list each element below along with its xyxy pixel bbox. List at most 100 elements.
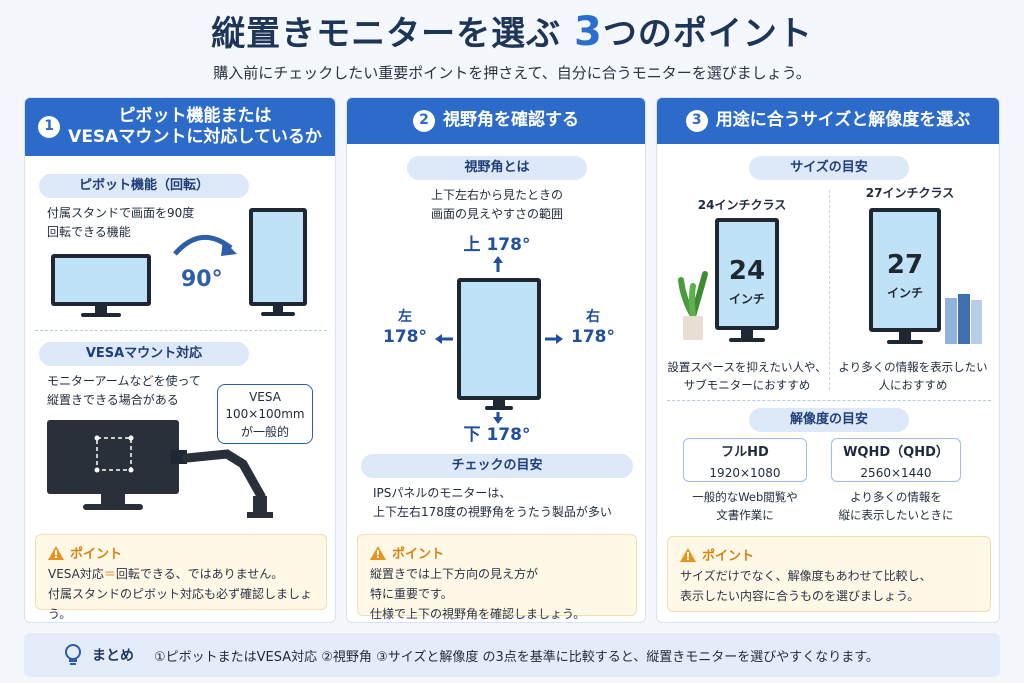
right-value: 178° [571, 327, 615, 348]
size-27-desc1: より多くの情報を表示したい [838, 360, 988, 374]
fhd-desc2: 文書作業に [716, 508, 774, 523]
point-3-tip-heading: ポイント [680, 545, 754, 564]
view-angle-left: 左 178° [375, 308, 435, 348]
point-3-card: 3 用途に合うサイズと解像度を選ぶ サイズの目安 24インチクラス 24 インチ… [656, 97, 1000, 623]
tip-line1: サイズだけでなく、解像度もあわせて比較し、 [680, 569, 932, 583]
point-2-card: 2 視野角を確認する 視野角とは 上下左右から見たときの 画面の見えやすさの範囲… [346, 97, 646, 623]
view-angle-right: 右 178° [563, 308, 623, 348]
monitor-arm-icon [47, 420, 273, 518]
point-1-tip-label: ポイント [70, 547, 123, 562]
arrow-right-icon [545, 334, 563, 344]
size-pill: サイズの目安 [749, 156, 909, 180]
point-2-tip-heading: ポイント [370, 543, 444, 562]
tip-line2: 特に重要です。 [370, 586, 453, 601]
tip-line1: 縦置きでは上下方向の見え方が [370, 567, 539, 581]
check-pill: チェックの目安 [361, 454, 633, 478]
portrait-monitor-icon [249, 208, 307, 316]
tip-line2: 表示したい内容に合うものを選びましょう。 [680, 588, 920, 603]
wqhd-description: より多くの情報を 縦に表示したいときに [825, 488, 967, 525]
view-angle-top: 上 178° [463, 235, 531, 255]
size-24-desc1: 設置スペースを抑えたい人や、 [667, 360, 827, 374]
fhd-value: 1920×1080 [709, 465, 781, 480]
resolution-fhd-box: フルHD 1920×1080 [683, 438, 807, 482]
size-27-description: より多くの情報を表示したい 人におすすめ [831, 358, 995, 395]
size-24-desc2: サブモニターにおすすめ [683, 378, 811, 393]
point-3-tip-text: サイズだけでなく、解像度もあわせて比較し、 表示したい内容に合うものを選びましょ… [680, 567, 932, 607]
point-3-header: 3 用途に合うサイズと解像度を選ぶ [657, 98, 999, 144]
fhd-desc1: 一般的なWeb閲覧や [692, 490, 798, 504]
vesa-desc-line2: 縦置きできる場合がある [47, 393, 179, 408]
portrait-screen-icon [457, 278, 541, 410]
divider [667, 400, 991, 401]
rotate-arrow-icon [173, 234, 237, 256]
view-angle-description: 上下左右から見たときの 画面の見えやすさの範囲 [347, 186, 645, 224]
tip-line3: 仕様で上下の視野角を確認しましょう。 [370, 606, 586, 621]
size-27-desc2: 人におすすめ [878, 378, 948, 393]
title-text: 縦置きモニターを選ぶ [211, 14, 562, 54]
view-desc-line1: 上下左右から見たときの [430, 188, 563, 202]
wqhd-name: WQHD（QHD） [843, 445, 949, 460]
title-text-end: つのポイント [602, 14, 813, 54]
point-3-tip-label: ポイント [702, 549, 755, 564]
view-angle-pill: 視野角とは [407, 156, 587, 180]
size-divider [829, 190, 830, 390]
pivot-desc-line2: 回転できる機能 [47, 225, 131, 240]
view-desc-line2: 画面の見えやすさの範囲 [430, 207, 563, 222]
vesa-desc-line1: モニターアームなどを使って [47, 374, 201, 388]
point-3-number-badge: 3 [685, 110, 708, 132]
size-24-number: 24 [728, 256, 766, 286]
tip-line1-eq: ＝ [103, 567, 116, 581]
point-1-tip-heading: ポイント [48, 543, 122, 562]
size-27-unit: インチ [886, 286, 923, 300]
vesa-description: モニターアームなどを使って 縦置きできる場合がある [47, 372, 201, 410]
arrow-left-icon [435, 334, 453, 344]
summary-text: ①ピボットまたはVESA対応 ②視野角 ③サイズと解像度 の3点を基準に比較する… [154, 649, 879, 665]
wqhd-value: 2560×1440 [860, 465, 932, 480]
point-2-title: 視野角を確認する [443, 110, 579, 131]
vesa-pill: VESAマウント対応 [39, 342, 249, 366]
page-subtitle: 購入前にチェックしたい重要ポイントを押さえて、自分に合うモニターを選びましょう。 [213, 64, 811, 82]
point-1-number-badge: 1 [38, 116, 61, 138]
fhd-name: フルHD [721, 445, 769, 460]
landscape-monitor-icon [51, 254, 151, 317]
callout-line1: VESA [249, 390, 281, 404]
lightbulb-icon [65, 644, 81, 665]
point-2-tip-label: ポイント [392, 547, 445, 562]
point-1-card: 1 ピボット機能または VESAマウントに対応しているか ピボット機能（回転） … [24, 97, 336, 623]
point-1-title-line1: ピボット機能または [118, 105, 272, 126]
size-27-number: 27 [886, 250, 924, 280]
summary-label: まとめ [92, 648, 134, 664]
warning-icon [680, 547, 696, 562]
divider [35, 330, 327, 331]
summary-bar: まとめ ①ピボットまたはVESA対応 ②視野角 ③サイズと解像度 の3点を基準に… [24, 633, 1000, 677]
right-label: 右 [586, 309, 600, 325]
callout-line3: が一般的 [240, 424, 289, 439]
resolution-wqhd-box: WQHD（QHD） 2560×1440 [831, 438, 961, 482]
resolution-pill: 解像度の目安 [749, 408, 909, 432]
point-2-tip-text: 縦置きでは上下方向の見え方が 特に重要です。 仕様で上下の視野角を確認しましょう… [370, 565, 586, 622]
pivot-description: 付属スタンドで画面を90度 回転できる機能 [47, 204, 194, 242]
check-line1: IPSパネルのモニターは、 [373, 486, 512, 500]
wqhd-desc1: より多くの情報を [850, 490, 942, 504]
point-1-tip-box: ポイント VESA対応＝回転できる、ではありません。 付属スタンドのピボット対応… [35, 534, 327, 621]
point-3-title: 用途に合うサイズと解像度を選ぶ [715, 110, 971, 131]
callout-line2: 100×100mm [225, 407, 305, 422]
size-27-class: 27インチクラス [865, 186, 955, 200]
point-2-header: 2 視野角を確認する [347, 98, 645, 144]
title-number: 3 [574, 9, 603, 55]
point-1-tip-text: VESA対応＝回転できる、ではありません。 付属スタンドのピボット対応も必ず確認… [48, 565, 326, 622]
vesa-callout: VESA 100×100mm が一般的 [217, 384, 313, 444]
size-24-class: 24インチクラス [697, 198, 787, 212]
point-1-header: 1 ピボット機能または VESAマウントに対応しているか [25, 98, 335, 156]
size-24-unit: インチ [728, 292, 765, 306]
wqhd-desc2: 縦に表示したいときに [838, 508, 954, 523]
fhd-description: 一般的なWeb閲覧や 文書作業に [667, 488, 823, 525]
point-1-title-line2: VESAマウントに対応しているか [68, 127, 322, 147]
point-2-tip-box: ポイント 縦置きでは上下方向の見え方が 特に重要です。 仕様で上下の視野角を確認… [357, 534, 637, 621]
plant-icon [678, 271, 708, 340]
monitor-24-icon [715, 218, 779, 342]
point-3-tip-box: ポイント サイズだけでなく、解像度もあわせて比較し、 表示したい内容に合うものを… [667, 536, 991, 612]
view-angle-bottom: 下 178° [463, 425, 531, 445]
tip-line2: 付属スタンドのピボット対応も必ず確認しましょう。 [48, 586, 313, 621]
size-24-description: 設置スペースを抑えたい人や、 サブモニターにおすすめ [667, 358, 827, 395]
